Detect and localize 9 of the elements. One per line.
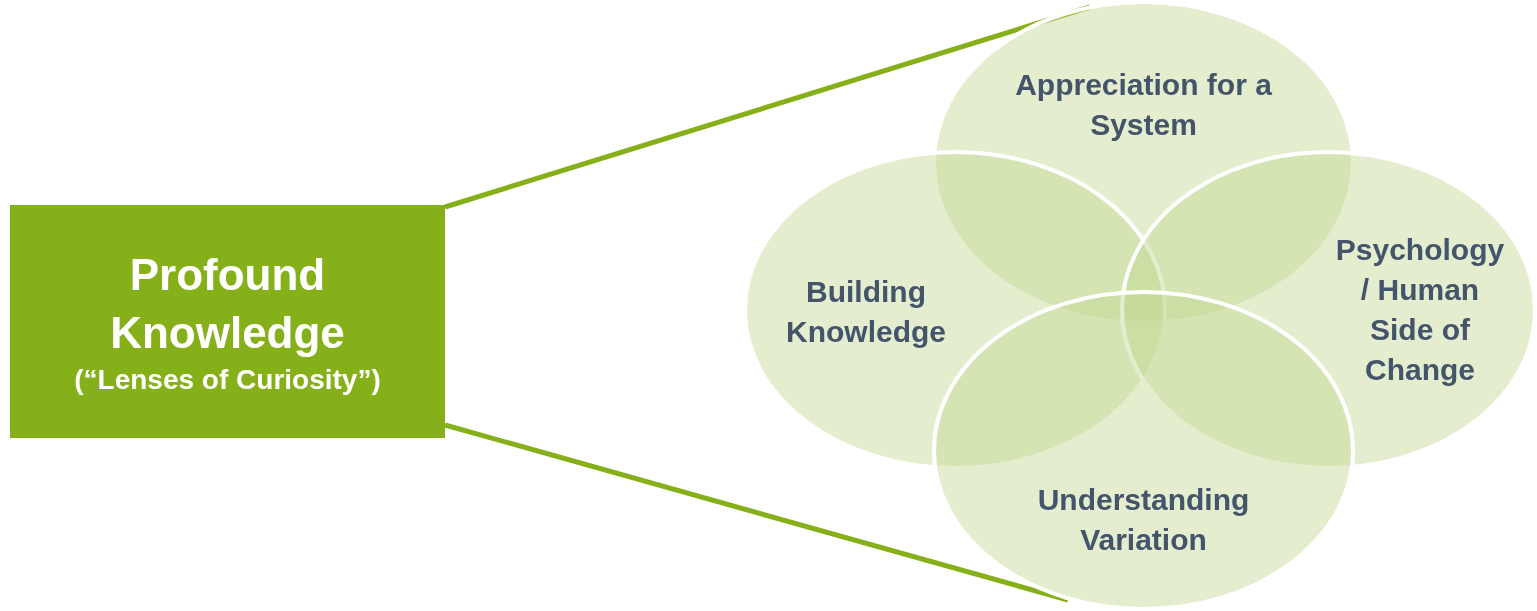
title-box	[10, 205, 445, 438]
ellipse-label: Appreciation for a System	[1014, 67, 1273, 143]
connector-line	[444, 422, 1069, 603]
ellipse-label: Understanding Variation	[1036, 482, 1251, 558]
box-subtitle: (“Lenses of Curiosity”)	[74, 362, 381, 397]
ellipse-label: Psychology / Human Side of Change	[1335, 232, 1505, 388]
connector-line	[444, 4, 1091, 210]
box-heading: Profound Knowledge	[109, 248, 346, 359]
ellipse-label: Building Knowledge	[785, 274, 947, 350]
